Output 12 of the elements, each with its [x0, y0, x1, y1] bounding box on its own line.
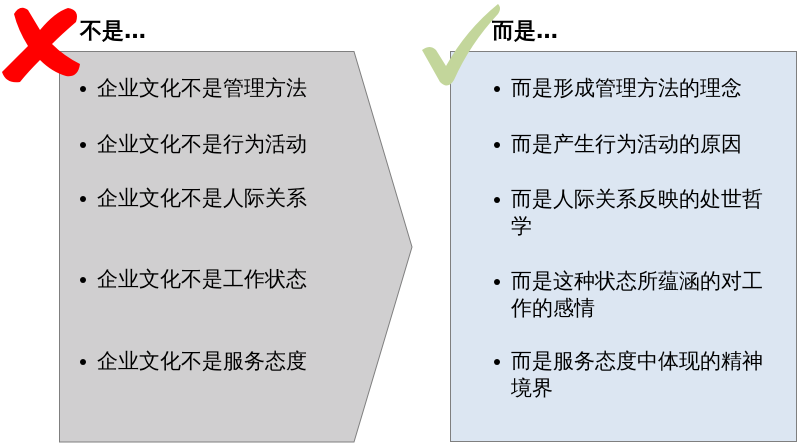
bullet-item: 而是人际关系反映的处世哲学: [494, 186, 767, 240]
bullet-item: 企业文化不是工作状态: [80, 266, 337, 293]
bullet-item: 企业文化不是管理方法: [80, 75, 337, 102]
bullet-item: 企业文化不是人际关系: [80, 185, 337, 212]
bullet-item: 企业文化不是服务态度: [80, 348, 337, 375]
bullet-item: 企业文化不是行为活动: [80, 131, 337, 158]
bullet-item: 而是服务态度中体现的精神境界: [494, 348, 767, 402]
bullet-item: 而是这种状态所蕴涵的对工作的感情: [494, 268, 767, 322]
heading: 而是…: [492, 19, 558, 45]
bullet-item: 而是产生行为活动的原因: [494, 131, 767, 158]
bullet-item: 而是形成管理方法的理念: [494, 75, 767, 102]
heading: 不是…: [80, 19, 146, 45]
